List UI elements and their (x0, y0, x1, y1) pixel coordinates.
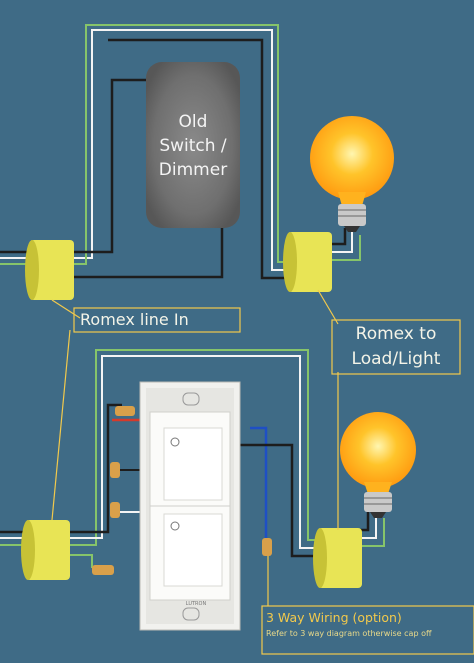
romex-to-load-box (331, 319, 461, 375)
light-bulb-bottom (340, 412, 416, 518)
romex-to-load-line1: Romex to (355, 324, 437, 344)
connector-top-left (25, 240, 74, 300)
three-way-label: 3 Way Wiring (option) Refer to 3 way dia… (266, 609, 472, 641)
romex-line-in-box (73, 307, 241, 333)
old-switch-box (146, 62, 240, 228)
old-switch-label: Old Switch / Dimmer (146, 110, 240, 182)
light-bulb-top (310, 116, 394, 232)
three-way-title: 3 Way Wiring (option) (266, 610, 402, 625)
connector-bottom-right (313, 528, 362, 588)
romex-to-load-label: Romex to Load/Light (334, 322, 458, 372)
connector-bottom-left (21, 520, 70, 580)
callout-lines (51, 289, 339, 606)
bottom-wires (0, 349, 385, 568)
three-way-note: Refer to 3 way diagram otherwise cap off (266, 629, 432, 638)
lutron-switch (139, 381, 241, 631)
connector-top-right (283, 232, 332, 292)
three-way-box (261, 605, 474, 655)
wire-nuts (92, 406, 272, 575)
old-switch-label-line1: Old (178, 112, 208, 132)
old-switch-label-line2: Switch / (159, 136, 227, 156)
romex-line-in-label: Romex line In (80, 310, 189, 329)
switch-brand-label: LUTRON (185, 601, 207, 607)
romex-to-load-line2: Load/Light (351, 349, 441, 369)
old-switch-label-line3: Dimmer (158, 160, 228, 180)
